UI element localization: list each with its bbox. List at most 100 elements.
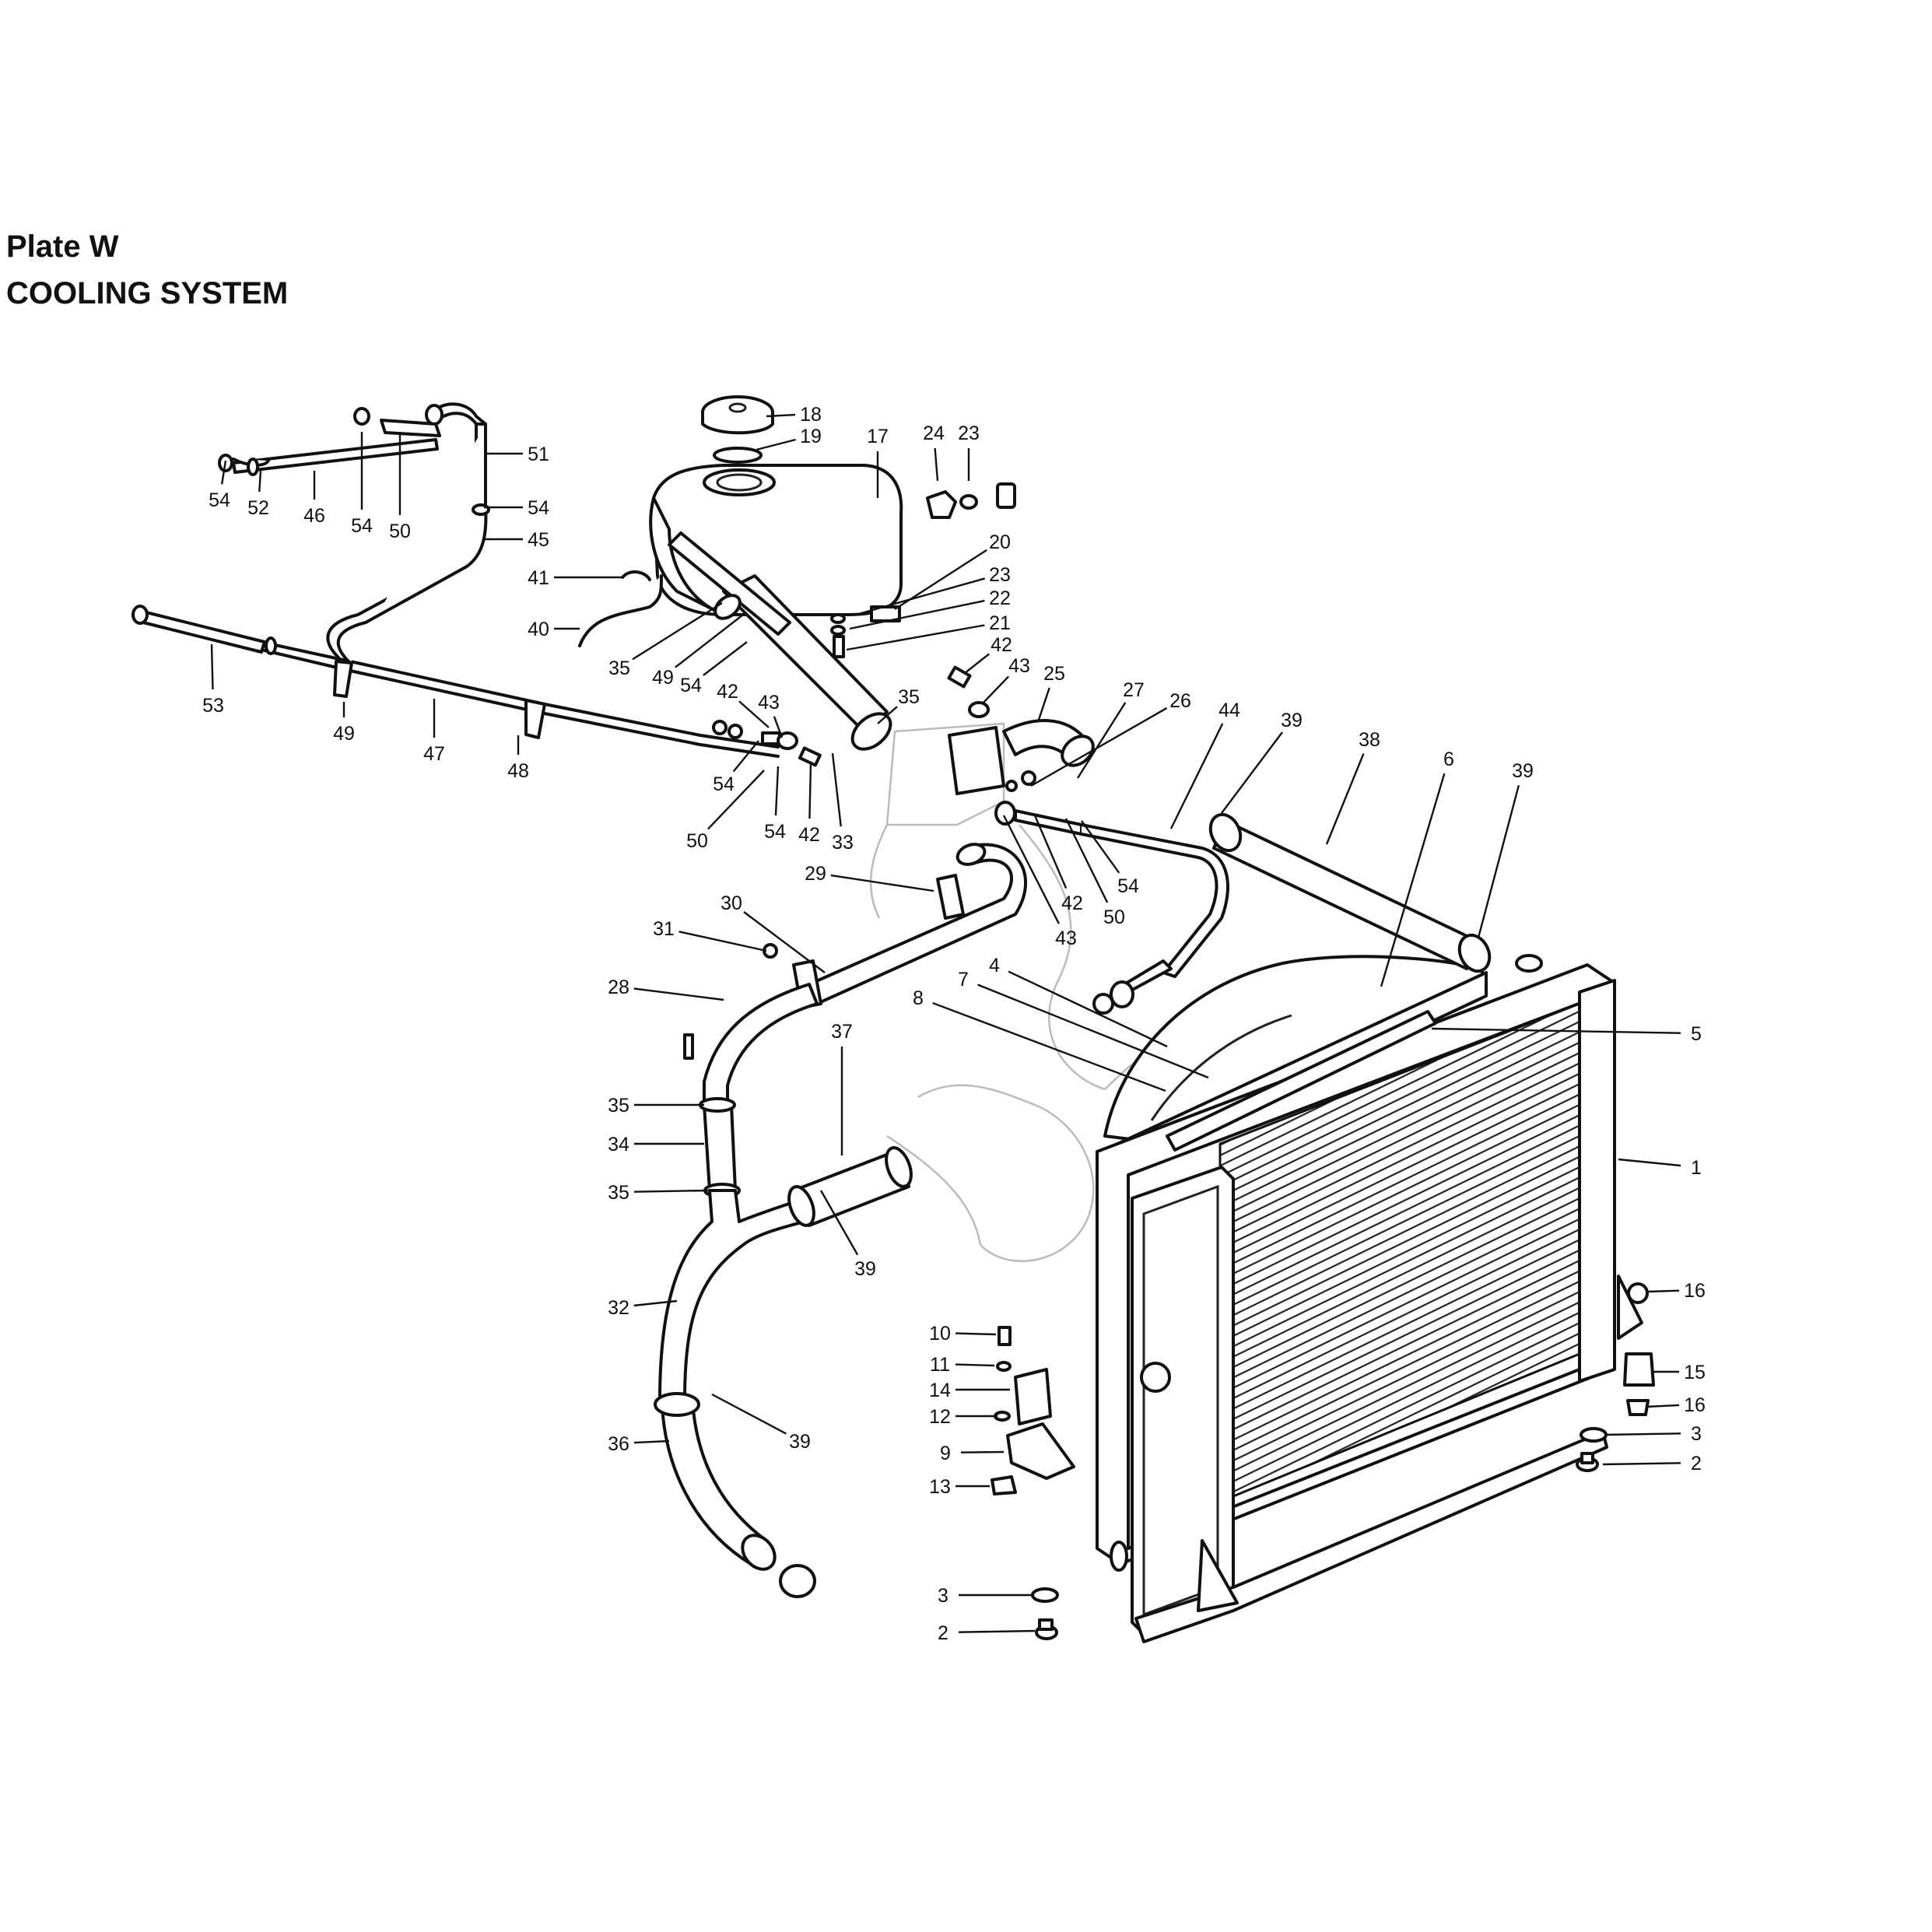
leader-line-c24 [934, 447, 939, 482]
callout-c33: 33 [832, 832, 854, 854]
heater-pipe-right [994, 801, 1229, 1015]
callout-c16b: 16 [1684, 1394, 1706, 1416]
callout-c35d: 35 [898, 686, 920, 708]
callout-c13: 13 [929, 1476, 951, 1498]
leader-line-c27 [1076, 702, 1127, 779]
leader-line-c39d [711, 1393, 787, 1435]
callout-c4: 4 [989, 955, 1000, 977]
leader-line-c43a [981, 675, 1010, 705]
callout-c23a: 23 [958, 423, 980, 444]
leader-line-c2b [958, 1629, 1036, 1633]
callout-c46: 46 [303, 505, 325, 527]
leader-line-c50c [1064, 818, 1109, 903]
callout-c42a: 42 [991, 634, 1012, 656]
callout-c39c: 39 [854, 1258, 876, 1280]
leader-line-c18 [766, 413, 796, 418]
water-outlet [947, 665, 1095, 795]
leader-line-c31 [678, 931, 767, 952]
leader-line-c36 [633, 1439, 670, 1444]
callout-c8: 8 [913, 987, 924, 1009]
callout-c39b: 39 [1512, 760, 1534, 782]
grommet-icon [1627, 1282, 1649, 1304]
callout-c50c: 50 [1103, 906, 1125, 928]
radiator [1096, 954, 1643, 1643]
callout-c51: 51 [528, 444, 549, 465]
coolant-pipes [654, 843, 1027, 1598]
callout-c32: 32 [608, 1297, 629, 1319]
callout-c3b: 3 [938, 1585, 948, 1607]
callout-c25: 25 [1043, 663, 1065, 685]
leader-line-c3a [1604, 1432, 1681, 1436]
plate-title: Plate W [6, 230, 119, 264]
leader-line-c42d [1033, 815, 1068, 889]
heater-pipe-left [131, 402, 822, 767]
leader-line-c5 [1431, 1027, 1681, 1034]
callout-c30: 30 [721, 892, 742, 914]
leader-line-c54f [774, 766, 780, 816]
leader-line-c28 [633, 987, 724, 1001]
tank-hose [668, 531, 892, 751]
callout-c5: 5 [1691, 1023, 1702, 1045]
callout-c50a: 50 [389, 521, 411, 542]
leader-line-c49b [675, 614, 744, 668]
callout-c43c: 43 [1055, 927, 1077, 949]
callout-c34: 34 [608, 1134, 629, 1155]
callout-c49a: 49 [333, 723, 355, 745]
callout-c35b: 35 [608, 1182, 629, 1204]
callout-c49b: 49 [652, 667, 674, 689]
callout-c36: 36 [608, 1433, 629, 1455]
callout-c43b: 43 [758, 692, 780, 714]
callout-labels: 1232345678910111213141516161718192021222… [202, 404, 1706, 1644]
callout-c6: 6 [1443, 749, 1454, 770]
callout-c54f: 54 [764, 821, 786, 843]
callout-c35a: 35 [608, 1095, 629, 1117]
callout-c40: 40 [528, 619, 549, 640]
leader-line-c16a [1647, 1289, 1680, 1293]
leader-line-c32 [633, 1299, 678, 1307]
callout-c7: 7 [958, 969, 969, 991]
leader-line-c35c [632, 601, 723, 661]
callout-c9: 9 [940, 1443, 951, 1464]
leader-line-c39b [1477, 785, 1520, 938]
callout-c1: 1 [1691, 1157, 1702, 1179]
callout-c21: 21 [989, 612, 1011, 634]
callout-c24: 24 [923, 423, 945, 444]
leader-line-c9 [960, 1450, 1005, 1453]
callout-c16a: 16 [1684, 1280, 1706, 1302]
callout-c10: 10 [929, 1323, 951, 1345]
callout-c54g: 54 [1117, 875, 1139, 897]
callout-c20: 20 [989, 531, 1011, 553]
leader-line-c35d [877, 706, 898, 724]
leader-line-c42a [964, 653, 991, 674]
callout-c47: 47 [423, 743, 445, 765]
leader-line-c44 [1169, 723, 1224, 829]
callout-c15: 15 [1684, 1362, 1706, 1383]
bracket-icon [1006, 1422, 1075, 1480]
callout-c18: 18 [800, 404, 822, 426]
mounting-bracket-group [991, 1326, 1075, 1640]
callout-c48: 48 [507, 760, 529, 782]
callout-c17: 17 [867, 426, 889, 447]
callout-c43a: 43 [1008, 655, 1030, 677]
leader-line-c52 [258, 470, 262, 493]
callout-c39d: 39 [789, 1431, 811, 1453]
leader-line-c21 [846, 624, 985, 651]
callout-c54c: 54 [528, 497, 549, 519]
leader-line-c54e [732, 740, 759, 773]
callout-c14: 14 [929, 1380, 951, 1401]
leader-line-c30 [743, 911, 826, 973]
leader-line-c25 [1037, 687, 1050, 721]
callout-c42c: 42 [798, 824, 820, 846]
callout-c41: 41 [528, 567, 549, 589]
leader-line-c54g [1081, 820, 1120, 874]
leader-line-c4 [1008, 970, 1168, 1048]
leader-line-c39c [819, 1190, 859, 1256]
leader-line-c11 [955, 1363, 995, 1367]
callout-c52: 52 [247, 497, 269, 519]
callout-c38: 38 [1359, 729, 1380, 751]
callout-c28: 28 [608, 977, 629, 998]
leader-line-c23b [855, 577, 986, 616]
plate-subtitle: COOLING SYSTEM [6, 276, 288, 310]
callout-c27: 27 [1123, 679, 1145, 701]
